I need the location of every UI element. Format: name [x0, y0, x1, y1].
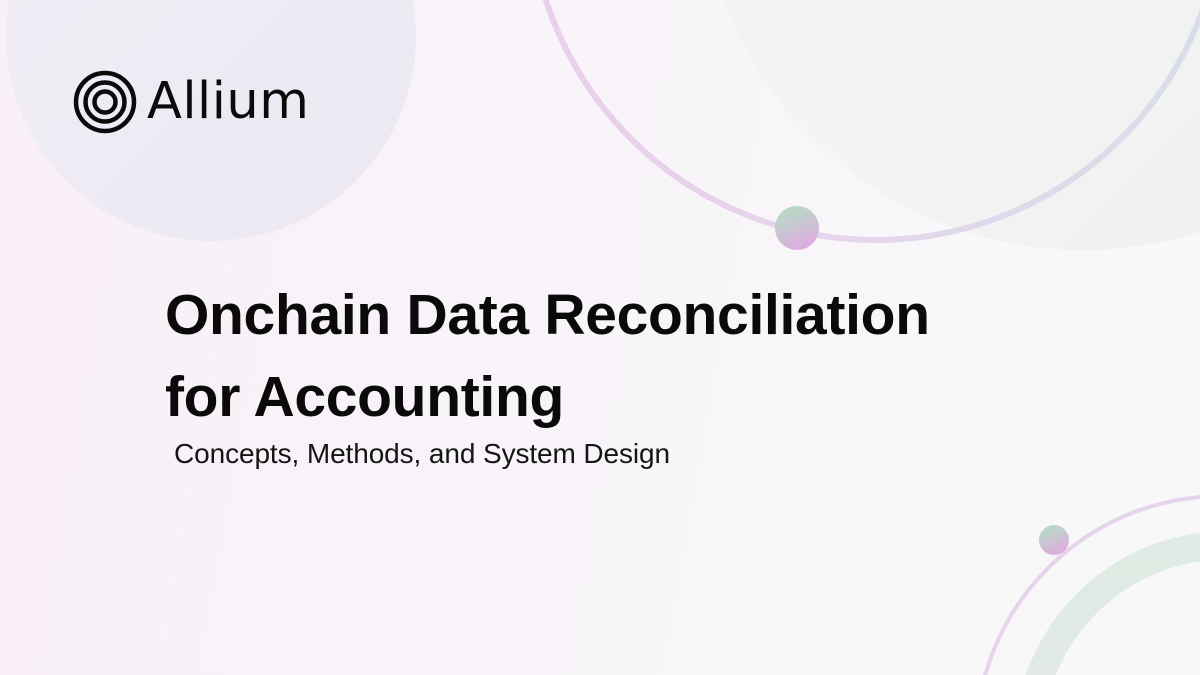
brand-logo: Allium [72, 69, 309, 135]
subtitle: Concepts, Methods, and System Design [174, 438, 670, 469]
decor-dot-top [775, 206, 819, 250]
decor-circle-top-left [6, 0, 416, 241]
decor-ring-top [542, 0, 1200, 243]
decor-circle-top-right [723, 0, 1200, 250]
title-line-1: Onchain Data Reconciliation [165, 283, 930, 347]
brand-name: Allium [147, 71, 310, 131]
page-title: Onchain Data Reconciliation for Accounti… [165, 274, 1065, 438]
concentric-rings-icon [73, 70, 137, 134]
decor-dot-bottom [1039, 525, 1069, 555]
title-line-2: for Accounting [165, 365, 564, 429]
